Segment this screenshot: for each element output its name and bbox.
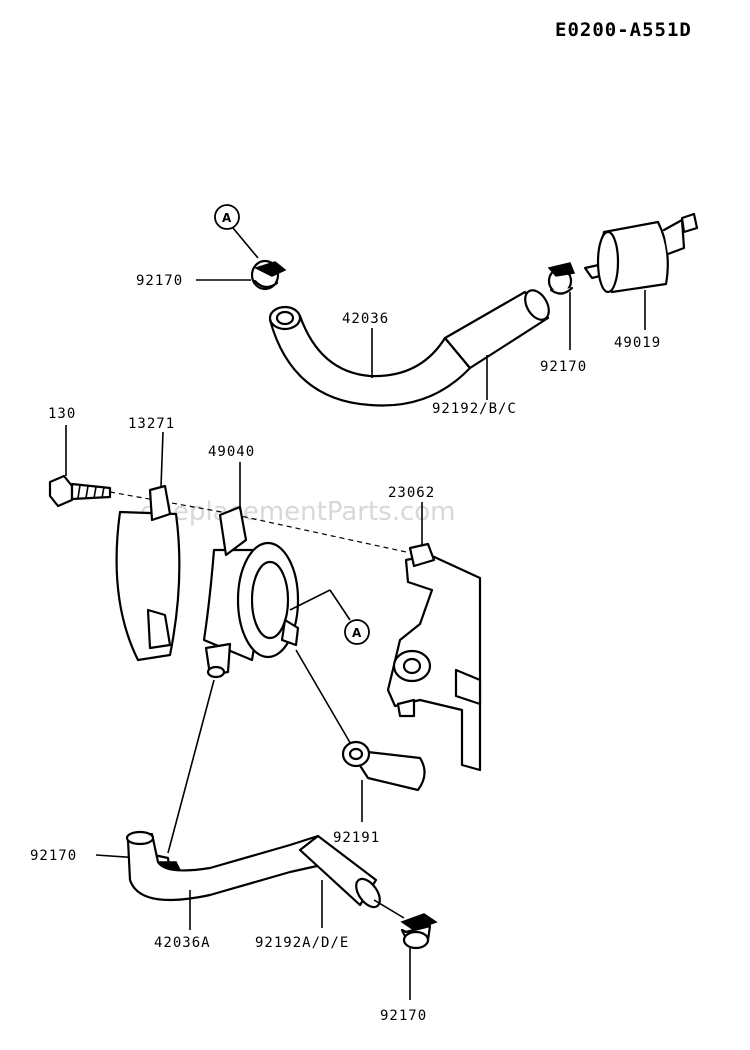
svg-text:A: A	[352, 626, 362, 640]
clamp-bottom	[400, 913, 438, 950]
label-49019: 49019	[614, 335, 661, 351]
label-42036: 42036	[342, 311, 389, 327]
label-23062: 23062	[388, 485, 435, 501]
fuel-filter-49019	[583, 212, 699, 294]
svg-text:A: A	[222, 211, 232, 225]
leader-pump-to-clamp	[167, 679, 215, 854]
leader-ref-a-top	[232, 227, 259, 259]
leader-tube-to-clamp	[373, 899, 405, 919]
label-92170-top-left: 92170	[136, 273, 183, 289]
bracket-23062	[386, 542, 482, 772]
clamp-top-left	[250, 259, 287, 291]
hose-42036	[268, 305, 472, 407]
reference-a-middle: A	[344, 619, 370, 645]
label-92170-top-right: 92170	[540, 359, 587, 375]
label-92192-b-c: 92192/B/C	[432, 401, 517, 417]
label-13271: 13271	[128, 416, 175, 432]
label-92191: 92191	[333, 830, 380, 846]
bracket-cover-13271	[115, 484, 181, 662]
clamp-top-right	[547, 262, 576, 295]
leader-pump-to-elbow	[295, 649, 353, 747]
label-49040: 49040	[208, 444, 255, 460]
reference-a-top: A	[214, 204, 240, 230]
watermark: eReplacementParts.com	[140, 497, 456, 527]
leader-ref-a-mid-1	[289, 589, 331, 611]
leader-13271	[160, 431, 164, 488]
label-92192a-d-e: 92192A/D/E	[255, 935, 349, 951]
hose-42036a	[125, 830, 328, 902]
bolt-130	[48, 474, 112, 508]
fuel-pump-49040	[202, 505, 300, 679]
diagram-code: E0200-A551D	[555, 19, 692, 41]
label-42036a: 42036A	[154, 935, 211, 951]
leader-ref-a-mid-2	[329, 589, 351, 621]
elbow-hose-92191	[341, 740, 426, 792]
label-130: 130	[48, 406, 76, 422]
tube-92192-bc	[443, 289, 550, 370]
label-92170-mid-left: 92170	[30, 848, 77, 864]
label-92170-bottom: 92170	[380, 1008, 427, 1024]
tube-92192-ade	[298, 834, 381, 909]
